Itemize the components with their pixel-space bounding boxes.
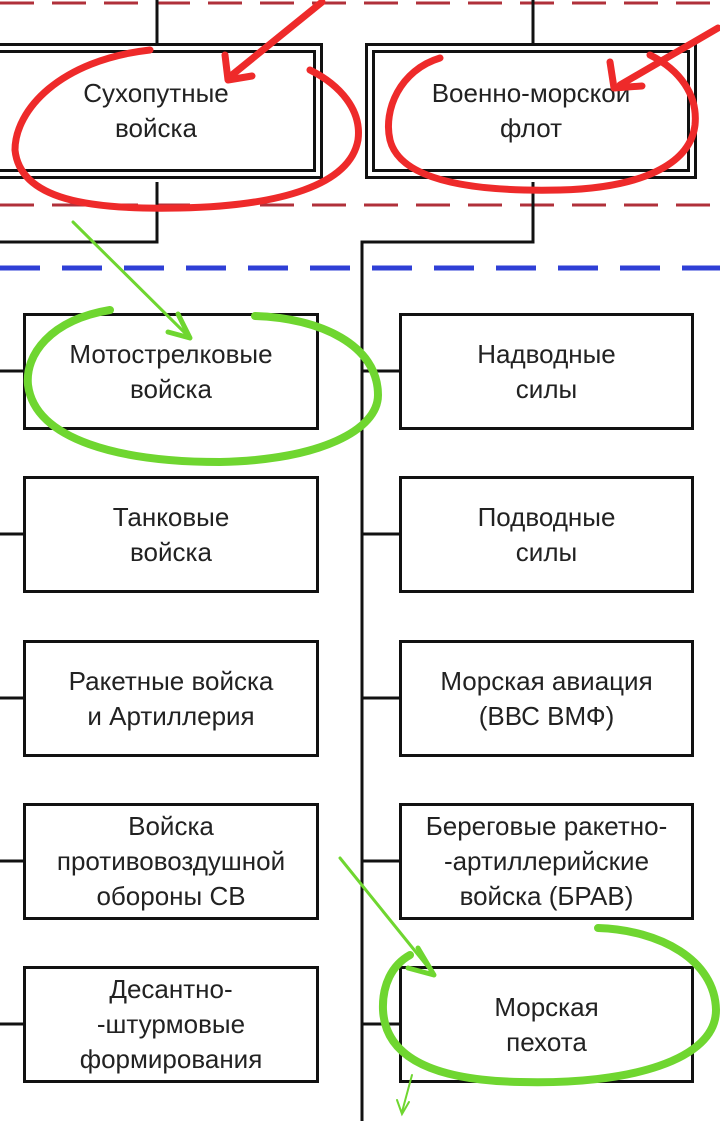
box-label: Береговые ракетно- -артиллерийские войск… <box>425 811 668 911</box>
box-tank: Танковые войска <box>23 476 319 593</box>
box-submarine-forces: Подводные силы <box>399 476 694 593</box>
box-navy: Военно-морской флот <box>372 50 690 172</box>
box-label: Ракетные войска и Артиллерия <box>68 665 274 731</box>
connector-ground-branch <box>0 182 159 244</box>
box-label: Сухопутные войска <box>83 78 229 143</box>
box-air-assault: Десантно- -штурмовые формирования <box>23 966 319 1083</box>
box-label: Надводные силы <box>477 338 616 404</box>
box-rocket-artillery: Ракетные войска и Артиллерия <box>23 640 319 757</box>
box-ground-forces: Сухопутные войска <box>0 50 316 172</box>
connector-navy-branch <box>360 182 535 1121</box>
box-air-defense: Войска противовоздушной обороны СВ <box>23 803 319 920</box>
box-label: Морская авиация (ВВС ВМФ) <box>440 665 653 731</box>
box-label: Мотострелковые войска <box>69 338 273 404</box>
box-surface-forces: Надводные силы <box>399 313 694 430</box>
box-label: Морская пехота <box>494 991 599 1057</box>
box-label: Десантно- -штурмовые формирования <box>79 974 263 1074</box>
box-label: Военно-морской флот <box>431 78 631 143</box>
box-naval-aviation: Морская авиация (ВВС ВМФ) <box>399 640 694 757</box>
box-motor-rifle: Мотострелковые войска <box>23 313 319 430</box>
box-label: Танковые войска <box>112 501 230 567</box>
box-marines: Морская пехота <box>399 966 694 1083</box>
box-label: Войска противовоздушной обороны СВ <box>56 811 286 911</box>
box-label: Подводные силы <box>477 501 616 567</box>
box-coastal-troops: Береговые ракетно- -артиллерийские войск… <box>399 803 694 920</box>
